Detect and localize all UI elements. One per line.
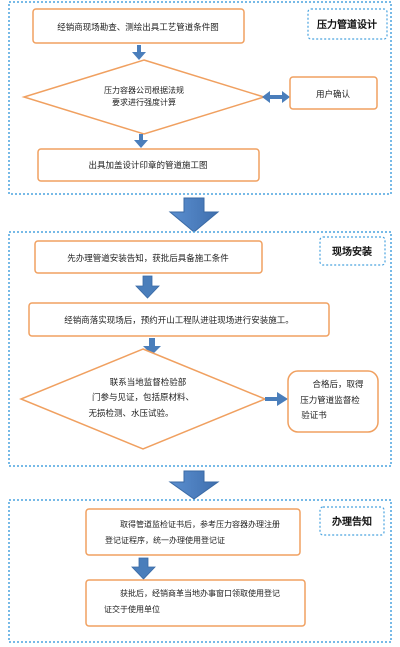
arrow-install-2 — [143, 338, 161, 355]
design-decision-line1: 压力容器公司根据法规 — [104, 85, 184, 95]
install-decision-line3: 无损检测、水压试验。 — [88, 408, 173, 419]
section-install-title: 现场安装 — [332, 245, 372, 258]
user-confirm-box — [289, 76, 378, 110]
install-decision-line1: 联系当地监督检验部 — [110, 377, 187, 388]
section-design-title: 压力管道设计 — [317, 18, 377, 31]
certificate-line1: 合格后，取得 — [312, 379, 364, 390]
install-step-2-box — [28, 302, 330, 337]
certificate-line3: 验证书 — [301, 410, 327, 421]
install-step-1-box — [34, 240, 263, 274]
certificate-line2: 压力管道监督检 — [300, 395, 360, 406]
arrow-design-2 — [134, 134, 148, 148]
section-notify-frame — [8, 499, 392, 643]
arrow-install-side — [265, 392, 288, 406]
design-step-3-box — [37, 148, 260, 182]
notify-step-1-line2: 登记证程序，统一办理使用登记证 — [105, 535, 225, 545]
user-confirm-text: 用户确认 — [316, 89, 351, 100]
install-step-1-text: 先办理管道安装告知，获批后具备施工条件 — [67, 253, 229, 264]
section-notify-title: 办理告知 — [332, 515, 372, 528]
section-notify-title-box — [319, 506, 385, 536]
design-decision-line2: 要求进行强度计算 — [112, 97, 176, 107]
arrow-install-1 — [135, 275, 160, 299]
section-design-title-box — [307, 8, 388, 40]
install-decision-line2: 门参与见证，包括原材料、 — [92, 392, 194, 403]
section-design-frame — [8, 1, 392, 195]
arrow-design-1 — [132, 45, 146, 60]
notify-step-2-line2: 证交于使用单位 — [104, 604, 160, 614]
design-step-3-text: 出具加盖设计印章的管道施工图 — [88, 160, 207, 171]
certificate-box — [287, 370, 379, 433]
notify-step-1-line1: 取得管道监检证书后，参考压力容器办理注册 — [120, 519, 280, 529]
install-decision-diamond — [19, 348, 267, 450]
section-install-title-box — [319, 236, 386, 266]
design-decision-diamond — [21, 59, 267, 135]
big-arrow-1 — [168, 197, 220, 233]
notify-step-1-box — [85, 508, 301, 556]
notify-step-2-line1: 获批后，经销商革当地办事窗口领取使用登记 — [120, 588, 280, 598]
design-step-1-text: 经销商现场勘查、测绘出具工艺管道条件图 — [57, 22, 219, 33]
notify-step-2-box — [85, 579, 306, 627]
design-step-1-box — [32, 8, 245, 44]
big-arrow-2 — [168, 470, 220, 500]
arrow-user-confirm-double — [262, 91, 290, 103]
install-step-2-text: 经销商落实现场后，预约开山工程队进驻现场进行安装施工。 — [64, 315, 294, 326]
arrow-notify-1 — [131, 557, 156, 580]
